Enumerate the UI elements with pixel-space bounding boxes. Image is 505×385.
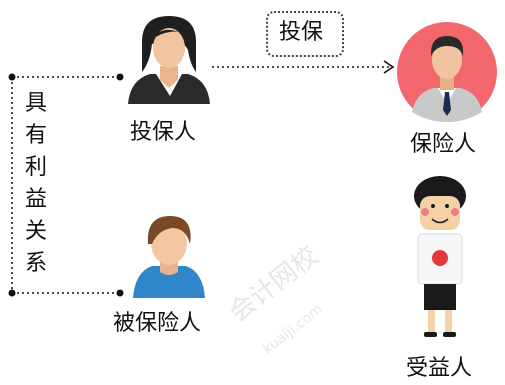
relation-label: 具 有 利 益 关 系: [24, 88, 48, 280]
relation-char: 系: [24, 251, 47, 276]
beneficiary-label: 受益人: [406, 356, 473, 381]
relation-char: 关: [24, 219, 47, 244]
policyholder-label: 投保人: [130, 120, 197, 145]
beneficiary-icon: [414, 176, 466, 337]
action-label: 投保: [279, 20, 324, 45]
relation-char: 利: [24, 155, 47, 180]
relation-char: 有: [24, 123, 47, 148]
insured-icon: [133, 216, 205, 298]
relation-bracket: [8, 73, 124, 297]
insure-arrow: [212, 60, 395, 74]
insurer-label: 保险人: [410, 132, 477, 157]
action-box: [266, 11, 344, 57]
insured-label: 被保险人: [113, 311, 202, 336]
insurer-icon: [397, 22, 497, 122]
relation-char: 具: [24, 91, 47, 116]
relation-char: 益: [24, 187, 47, 212]
policyholder-icon: [128, 16, 210, 104]
